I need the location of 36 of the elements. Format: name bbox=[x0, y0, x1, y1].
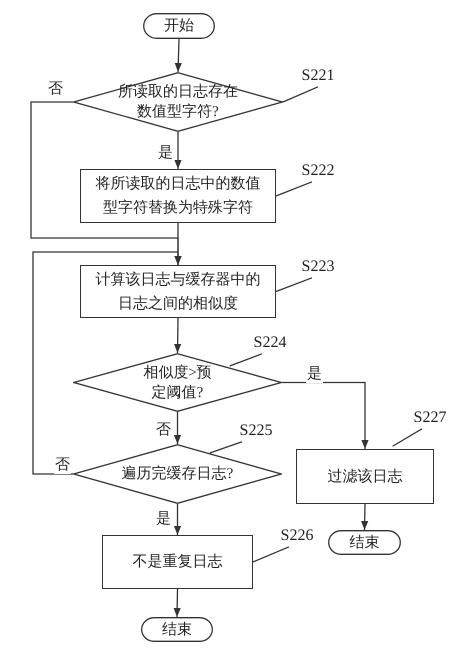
arrow bbox=[361, 504, 368, 530]
leader-line bbox=[252, 546, 290, 563]
edge-label: 否 bbox=[47, 80, 64, 98]
leader-line bbox=[392, 428, 422, 447]
arrow bbox=[174, 132, 182, 169]
process-box: 不是重复日志 bbox=[102, 535, 253, 589]
decision-diamond: 所读取的日志存在数值型字符? bbox=[73, 72, 283, 132]
process-box: 过滤该日志 bbox=[296, 449, 434, 504]
leader-line bbox=[276, 181, 312, 197]
edge-label: 否 bbox=[54, 456, 71, 474]
decision-diamond: 遍历完缓存日志? bbox=[73, 444, 282, 504]
edge-label: 否 bbox=[155, 421, 172, 439]
leader-line bbox=[282, 86, 318, 103]
step-label: S226 bbox=[277, 527, 317, 545]
leader-line bbox=[276, 277, 312, 292]
arrow bbox=[174, 504, 182, 535]
arrow bbox=[174, 318, 182, 353]
step-label: S221 bbox=[298, 67, 338, 85]
edge-label: 是 bbox=[306, 365, 323, 383]
arrow bbox=[174, 588, 181, 618]
leader-line bbox=[210, 441, 242, 454]
step-label: S224 bbox=[250, 334, 290, 352]
step-label: S223 bbox=[298, 258, 338, 276]
process-box: 计算该日志与缓存器中的日志之间的相似度 bbox=[80, 265, 276, 318]
step-label: S225 bbox=[236, 422, 276, 440]
arrow bbox=[282, 382, 369, 449]
step-label: S222 bbox=[298, 162, 338, 180]
edge-label: 是 bbox=[157, 144, 174, 162]
leader-line bbox=[230, 353, 262, 367]
decision-diamond: 相似度>预定阈值? bbox=[73, 353, 282, 412]
arrow bbox=[174, 412, 182, 444]
edge-label: 是 bbox=[155, 510, 172, 528]
arrow bbox=[32, 251, 182, 475]
arrow bbox=[174, 38, 182, 72]
step-label: S227 bbox=[410, 409, 450, 427]
process-box: 将所读取的日志中的数值型字符替换为特殊字符 bbox=[80, 169, 276, 223]
